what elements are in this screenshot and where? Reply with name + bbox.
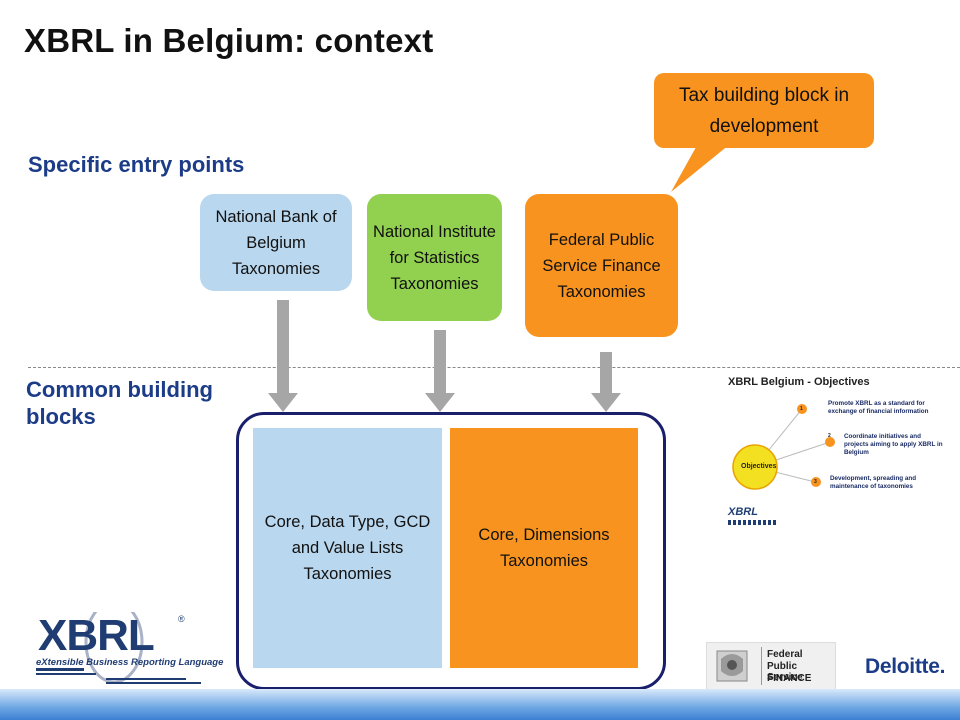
objectives-thumb-num-3: 3: [814, 479, 817, 485]
bottom-bar: [0, 689, 960, 720]
objectives-thumb-item-3: Development, spreading and maintenance o…: [830, 475, 917, 490]
objectives-thumb-diagram: [732, 404, 835, 490]
objectives-thumb-logo-stripes: [728, 520, 776, 525]
objectives-thumb-num-2: 2: [828, 433, 831, 439]
objectives-thumb-num-1: 1: [800, 406, 803, 412]
objectives-thumb-item-1: Promote XBRL as a standard for exchange …: [828, 400, 929, 415]
xbrl-logo-text: XBRL: [38, 611, 155, 660]
slide-title: XBRL in Belgium: context: [24, 22, 434, 59]
fpsf-divider: [761, 647, 762, 685]
arrow-nbb: [268, 300, 298, 412]
block-core-data-type: Core, Data Type, GCD and Value Lists Tax…: [253, 428, 442, 668]
fpsf-line3: FINANCE: [767, 673, 812, 684]
section-label-specific: Specific entry points: [28, 152, 245, 177]
entry-fpsf-box: Federal Public Service Finance Taxonomie…: [525, 194, 678, 337]
section-divider: [28, 367, 960, 368]
xbrl-logo-tagline: eXtensible Business Reporting Language: [36, 657, 224, 668]
block-core-dimensions: Core, Dimensions Taxonomies: [450, 428, 638, 668]
arrow-fpsf: [591, 352, 621, 412]
fpsf-line2: Public Service: [767, 661, 803, 683]
objectives-thumb-title: XBRL Belgium - Objectives: [728, 376, 870, 388]
section-label-common: Common building blocks: [26, 377, 213, 429]
entry-nbb-box: National Bank of Belgium Taxonomies: [200, 194, 352, 291]
callout-tax-block: Tax building block in development: [654, 73, 874, 148]
objectives-thumb-item-2: Coordinate initiatives and projects aimi…: [844, 433, 943, 456]
xbrl-logo-registered: ®: [178, 614, 185, 624]
entry-nis-box: National Institute for Statistics Taxono…: [367, 194, 502, 321]
fpsf-line1: Federal: [767, 649, 803, 660]
fpsf-logo: Federal Public Service FINANCE: [706, 642, 836, 690]
deloitte-logo: Deloitte.: [865, 655, 946, 678]
building-blocks-container: [236, 412, 666, 690]
fpsf-crest-icon: [716, 650, 748, 682]
arrow-nis: [425, 330, 455, 412]
objectives-thumb-center: Objectives: [741, 463, 777, 470]
xbrl-logo: XBRL ® eXtensible Business Reporting Lan…: [36, 600, 223, 687]
objectives-thumb-xbrl-logo: XBRL: [728, 506, 758, 518]
